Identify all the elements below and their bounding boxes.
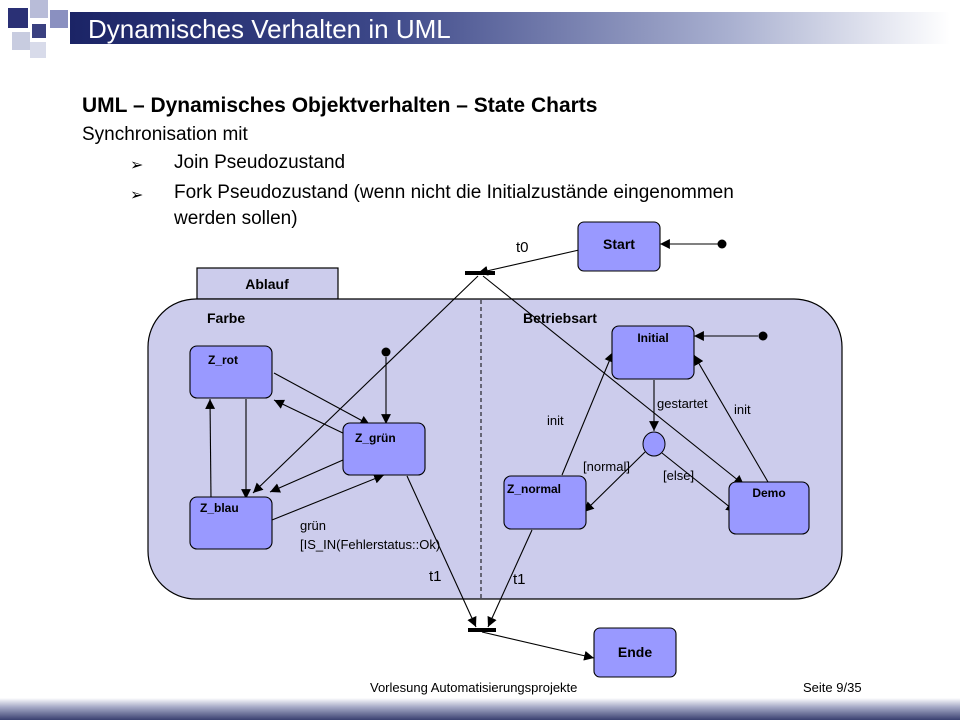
ablauf-tab [196,267,339,300]
transition-join-ende [481,631,595,661]
transition-fork-demo [482,275,745,486]
ablauf-composite-state [147,298,843,600]
bullet-join: Join Pseudozustand [174,152,346,173]
logo-square-mid [50,10,68,28]
transition-t0 [477,249,580,276]
label-gruen-guard: [IS_IN(Fehlerstatus::Ok) [300,537,440,552]
transition-znormal-join [487,529,533,628]
initial-dot-top [717,239,727,249]
state-z-gruen-label: Z_grün [355,431,396,445]
state-initial [611,325,695,380]
slide-heading: UML – Dynamisches Objektverhalten – Stat… [82,94,598,117]
transition-init-znormal-initial [561,351,614,476]
initial-dot-betriebsart [758,331,768,341]
region-farbe-label: Farbe [207,310,245,326]
label-init-left: init [547,413,564,428]
state-demo [728,481,810,535]
bullet-arrow-icon: ➢ [130,157,144,174]
transition-zgruen-zblau [269,459,344,493]
transition-else [661,452,737,513]
transition-zgruen-join [406,475,477,628]
label-else: [else] [663,468,694,483]
state-z-blau [189,496,273,550]
transition-zblau-zrot [205,398,216,500]
region-betriebsart-label: Betriebsart [523,310,597,326]
footer-course: Vorlesung Automatisierungsprojekte [370,680,578,695]
slide-title: Dynamisches Verhalten in UML [88,14,451,44]
initial-dot-farbe [381,347,391,357]
bullet-arrow-icon: ➢ [130,187,144,204]
ablauf-label: Ablauf [245,276,289,292]
state-z-rot-label: Z_rot [208,353,238,367]
state-demo-label: Demo [752,486,785,500]
state-z-normal [503,475,587,530]
logo-square-dark [8,8,28,28]
state-start [577,221,661,272]
join-bar [468,628,496,632]
state-z-rot [189,345,273,399]
label-t0: t0 [516,239,529,256]
logo-square-dark-2 [32,24,46,38]
label-gruen: grün [300,518,326,533]
state-start-label: Start [603,236,635,252]
state-z-gruen [342,422,426,476]
label-init-right: init [734,402,751,417]
transition-fork-zblau [252,275,479,494]
logo-square-light-3 [30,42,46,58]
intro-text: Synchronisation mit [82,124,248,145]
state-z-normal-label: Z_normal [507,482,561,496]
logo-square-light-2 [12,32,30,50]
footer-page-number: Seite 9/35 [803,680,862,695]
transition-zblau-zgruen [271,474,385,521]
footer-bar [0,698,960,720]
transition-init-demo-initial [693,354,769,483]
label-t1-left: t1 [429,568,442,585]
title-bar [70,12,950,44]
label-normal: [normal] [583,459,630,474]
bullet-fork-continued: werden sollen) [174,208,298,229]
state-ende-label: Ende [618,644,652,660]
state-ende [593,627,677,678]
label-t1-right: t1 [513,571,526,588]
choice-node [642,431,666,457]
state-z-blau-label: Z_blau [200,501,239,515]
label-gestartet: gestartet [657,396,708,411]
transition-normal [583,451,646,513]
logo-square-light [30,0,48,18]
transition-zgruen-zrot [273,399,348,436]
transition-zrot-zgruen [273,372,371,426]
bullet-fork: Fork Pseudozustand (wenn nicht die Initi… [174,182,734,203]
state-initial-label: Initial [637,331,668,345]
